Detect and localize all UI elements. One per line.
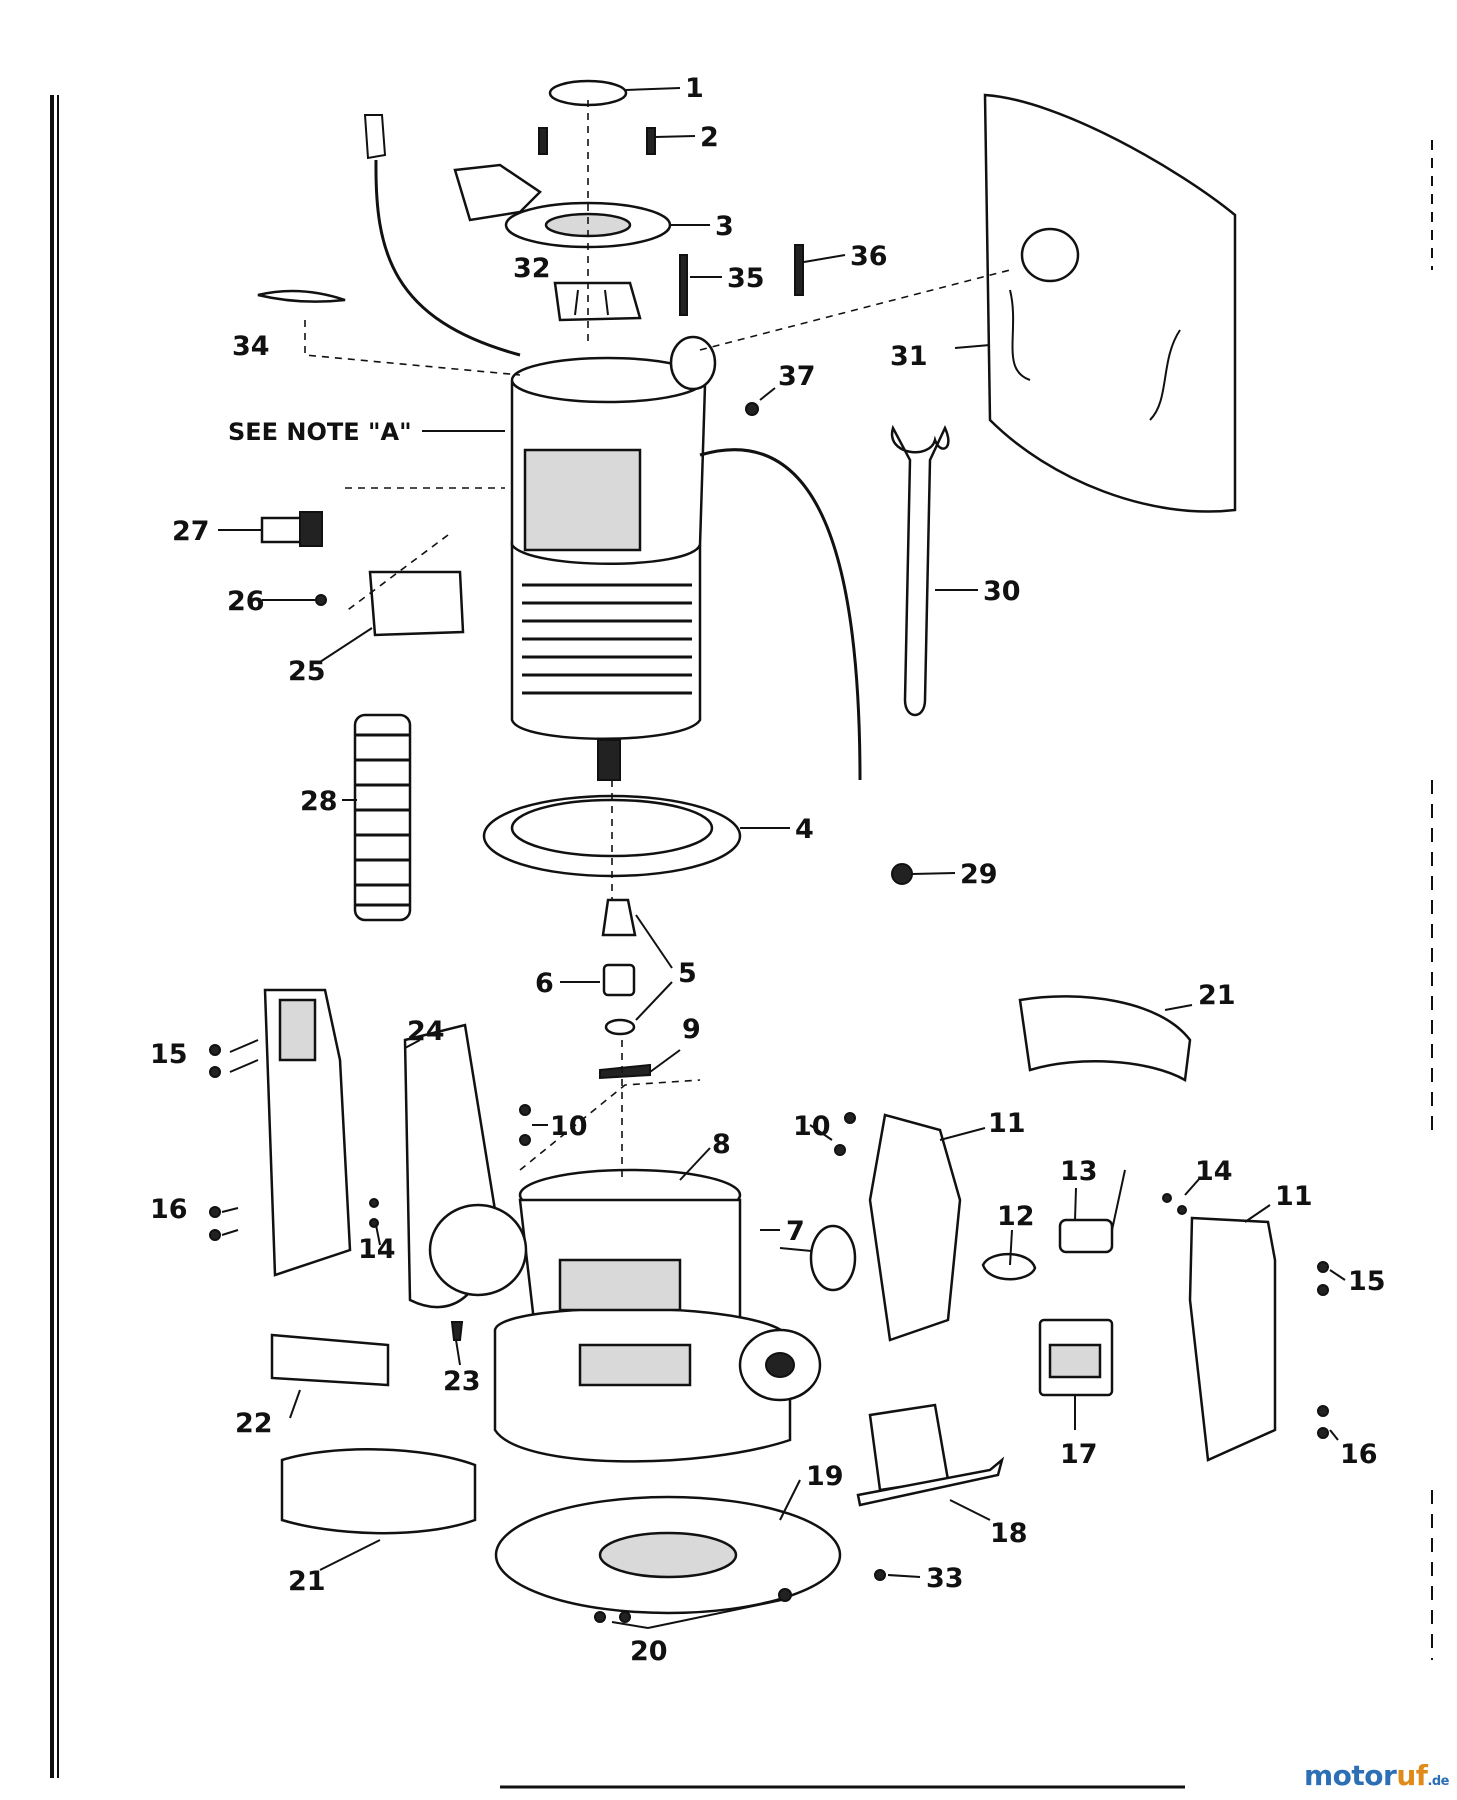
callout-26: 26 bbox=[227, 586, 265, 617]
callout-labels: SEE NOTE "A" 1 2 3 4 5 6 7 8 9 10 10 11 … bbox=[150, 73, 1386, 1667]
callout-18: 18 bbox=[990, 1518, 1028, 1549]
assembly-center-lines bbox=[304, 100, 1011, 1180]
callout-22: 22 bbox=[235, 1408, 273, 1439]
callout-16-right: 16 bbox=[1340, 1439, 1378, 1470]
callout-27: 27 bbox=[172, 516, 210, 547]
callout-4: 4 bbox=[795, 814, 814, 845]
callout-24: 24 bbox=[407, 1016, 445, 1047]
part-13-switch bbox=[1058, 1169, 1126, 1254]
callout-7: 7 bbox=[786, 1216, 805, 1247]
callout-3: 3 bbox=[715, 211, 734, 242]
watermark-tld: .de bbox=[1427, 1774, 1449, 1789]
callout-9: 9 bbox=[682, 1014, 701, 1045]
part-9-screw bbox=[599, 1063, 651, 1080]
callout-32: 32 bbox=[513, 253, 551, 284]
part-18-bracket bbox=[856, 1403, 1005, 1507]
callout-15-left: 15 bbox=[150, 1039, 188, 1070]
callout-31: 31 bbox=[890, 341, 928, 372]
part-30-wrench bbox=[890, 424, 950, 717]
callout-11-grip: 11 bbox=[1275, 1181, 1313, 1212]
part-20-screws bbox=[594, 1588, 792, 1623]
part-12-clip bbox=[981, 1252, 1037, 1281]
part-23-screw bbox=[450, 1321, 464, 1341]
part-21-lower-guard bbox=[280, 1448, 477, 1535]
callout-21-lower: 21 bbox=[288, 1566, 326, 1597]
part-37-screw bbox=[745, 402, 759, 416]
callout-6: 6 bbox=[535, 968, 554, 999]
callout-16-left: 16 bbox=[150, 1194, 188, 1225]
callout-1: 1 bbox=[685, 73, 704, 104]
callout-14-right: 14 bbox=[1195, 1156, 1233, 1187]
right-handle-screws bbox=[834, 1112, 1329, 1439]
part-32-switch-actuator bbox=[553, 281, 642, 322]
see-note-a-label: SEE NOTE "A" bbox=[228, 418, 412, 446]
part-33-screw bbox=[874, 1569, 886, 1581]
callout-10-right: 10 bbox=[793, 1111, 831, 1142]
callout-2: 2 bbox=[700, 122, 719, 153]
callout-19: 19 bbox=[806, 1461, 844, 1492]
callout-37: 37 bbox=[778, 361, 816, 392]
part-11-15-16-right-handle-grip bbox=[1188, 1216, 1277, 1462]
callout-28: 28 bbox=[300, 786, 338, 817]
motor-housing bbox=[510, 356, 707, 740]
part-36-pin bbox=[794, 244, 804, 296]
part-35-screw bbox=[679, 254, 688, 316]
left-handle-screws bbox=[209, 1044, 531, 1241]
callout-35: 35 bbox=[727, 263, 765, 294]
part-29-nut bbox=[891, 863, 913, 885]
motor-cooling-ribs bbox=[522, 583, 692, 695]
part-34-clip bbox=[257, 289, 346, 303]
callout-34: 34 bbox=[232, 331, 270, 362]
part-22-guard-plate bbox=[270, 1333, 390, 1387]
callout-15-right: 15 bbox=[1348, 1266, 1386, 1297]
callout-5: 5 bbox=[678, 958, 697, 989]
part-28-hose bbox=[353, 713, 412, 922]
part-27-switch bbox=[260, 511, 323, 547]
part-31-dust-bag bbox=[983, 93, 1237, 513]
part-3-top-cap bbox=[453, 163, 672, 249]
part-25-switch-cover bbox=[368, 570, 465, 637]
callout-11-bracket: 11 bbox=[988, 1108, 1026, 1139]
callout-23: 23 bbox=[443, 1366, 481, 1397]
callout-leader-lines bbox=[218, 87, 1346, 1629]
part-11-right-handle-bracket bbox=[868, 1113, 962, 1342]
watermark-logo: motoruf.de bbox=[1303, 1759, 1450, 1792]
callout-8: 8 bbox=[712, 1129, 731, 1160]
page-border bbox=[50, 95, 1433, 1789]
motor-shaft bbox=[597, 739, 621, 781]
part-2-screws bbox=[538, 127, 656, 155]
callout-10-left: 10 bbox=[550, 1111, 588, 1142]
lower-cord bbox=[699, 448, 862, 781]
watermark-main: motor bbox=[1303, 1759, 1397, 1792]
callout-17: 17 bbox=[1060, 1439, 1098, 1470]
part-26-screw bbox=[315, 594, 327, 606]
part-17-switch-block bbox=[1038, 1318, 1114, 1397]
part-7-knob bbox=[779, 1224, 857, 1292]
dust-port-elbow bbox=[669, 335, 717, 391]
callout-13: 13 bbox=[1060, 1156, 1098, 1187]
part-19-base-plate bbox=[494, 1495, 842, 1615]
callout-29: 29 bbox=[960, 859, 998, 890]
callout-33: 33 bbox=[926, 1563, 964, 1594]
callout-12: 12 bbox=[997, 1201, 1035, 1232]
callout-21-upper: 21 bbox=[1198, 980, 1236, 1011]
callout-25: 25 bbox=[288, 656, 326, 687]
part-15-16-left-handle-grip bbox=[263, 988, 352, 1277]
callout-36: 36 bbox=[850, 241, 888, 272]
part-24-left-handle-bracket bbox=[403, 1023, 528, 1309]
callout-30: 30 bbox=[983, 576, 1021, 607]
watermark-accent: uf bbox=[1396, 1759, 1428, 1792]
callout-20: 20 bbox=[630, 1636, 668, 1667]
part-21-upper-guard bbox=[1018, 995, 1192, 1083]
part-8-base-housing bbox=[493, 1168, 822, 1463]
power-cord bbox=[363, 114, 521, 357]
callout-14-left: 14 bbox=[358, 1234, 396, 1265]
part-5-collet bbox=[601, 898, 637, 1036]
